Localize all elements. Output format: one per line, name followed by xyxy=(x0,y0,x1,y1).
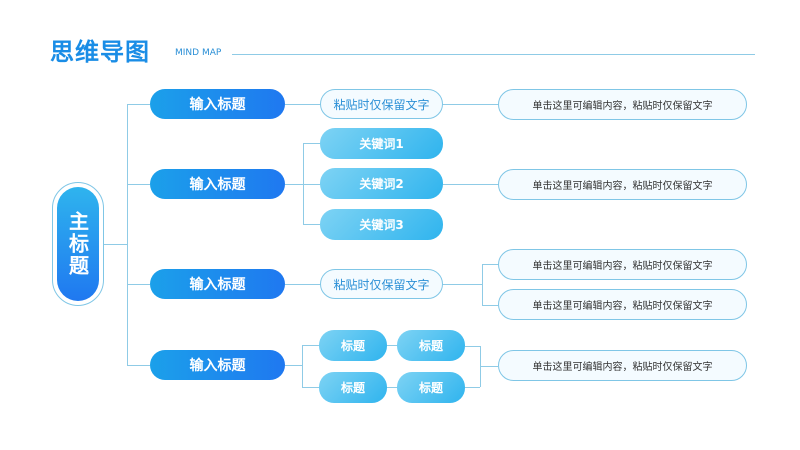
keyword-3[interactable]: 关键词3 xyxy=(320,209,443,240)
branch-1-child[interactable]: 粘贴时仅保留文字 xyxy=(320,89,443,119)
keyword-1[interactable]: 关键词1 xyxy=(320,128,443,159)
branch-1-title[interactable]: 输入标题 xyxy=(150,89,285,119)
branch-4-desc[interactable]: 单击这里可编辑内容，粘贴时仅保留文字 xyxy=(498,350,747,381)
branch-3-title[interactable]: 输入标题 xyxy=(150,269,285,299)
branch-2-title[interactable]: 输入标题 xyxy=(150,169,285,199)
main-topic[interactable]: 主标题 xyxy=(57,187,99,301)
tag-4[interactable]: 标题 xyxy=(397,372,465,403)
branch-4-title[interactable]: 输入标题 xyxy=(150,350,285,380)
page-subtitle: MIND MAP xyxy=(175,48,222,58)
page-title: 思维导图 xyxy=(50,38,150,66)
branch-3-desc-1[interactable]: 单击这里可编辑内容，粘贴时仅保留文字 xyxy=(498,249,747,280)
branch-3-desc-2[interactable]: 单击这里可编辑内容，粘贴时仅保留文字 xyxy=(498,289,747,320)
header-divider xyxy=(232,54,755,55)
branch-1-desc[interactable]: 单击这里可编辑内容，粘贴时仅保留文字 xyxy=(498,89,747,120)
keyword-2[interactable]: 关键词2 xyxy=(320,168,443,199)
branch-3-child[interactable]: 粘贴时仅保留文字 xyxy=(320,269,443,299)
tag-1[interactable]: 标题 xyxy=(319,330,387,361)
branch-2-desc[interactable]: 单击这里可编辑内容，粘贴时仅保留文字 xyxy=(498,169,747,200)
tag-2[interactable]: 标题 xyxy=(397,330,465,361)
tag-3[interactable]: 标题 xyxy=(319,372,387,403)
